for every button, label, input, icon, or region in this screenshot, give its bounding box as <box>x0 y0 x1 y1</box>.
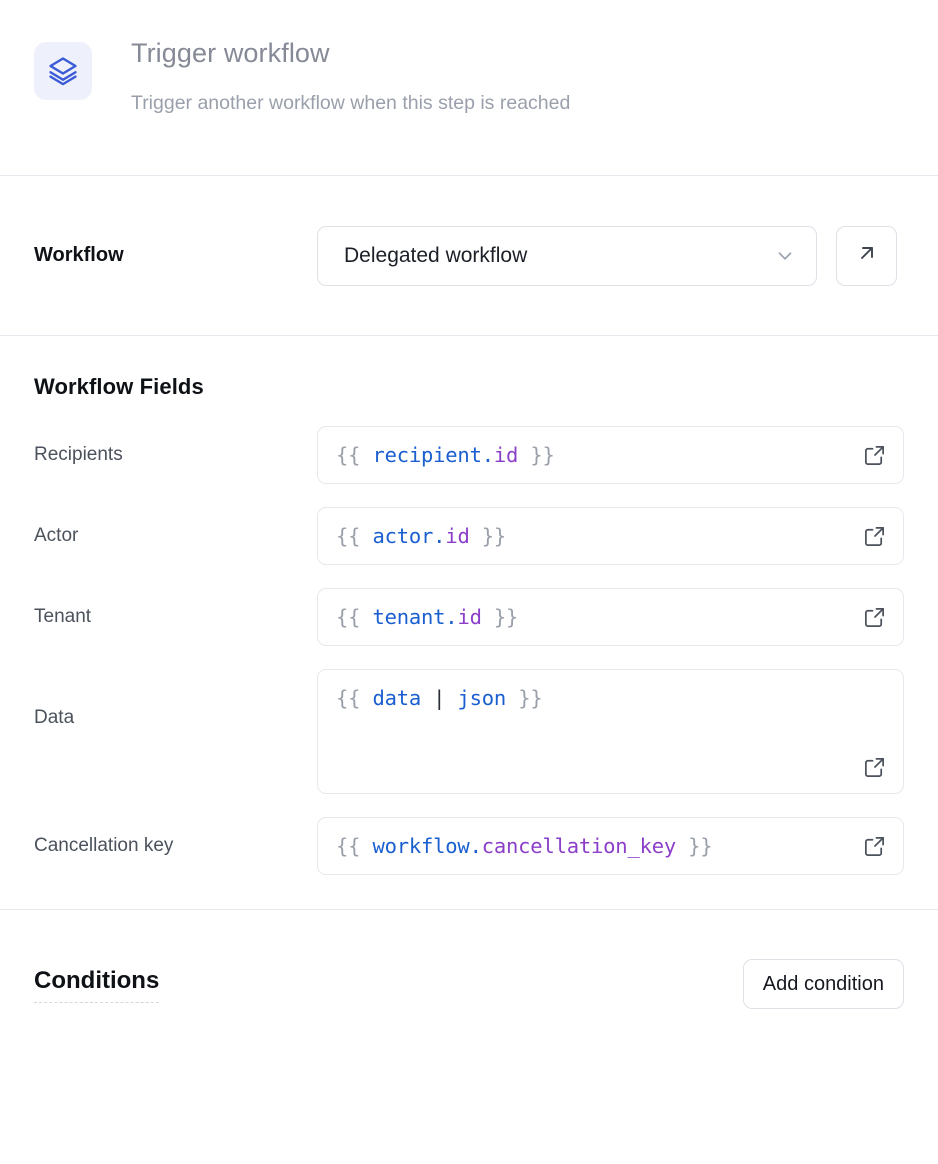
workflow-section: Workflow Delegated workflow <box>0 176 938 335</box>
page-subtitle: Trigger another workflow when this step … <box>131 92 571 114</box>
template-input[interactable]: {{ workflow.cancellation_key }} <box>317 817 904 875</box>
external-link-icon[interactable] <box>861 442 887 468</box>
template-value: {{ recipient.id }} <box>336 443 555 467</box>
panel-header: Trigger workflow Trigger another workflo… <box>0 0 938 175</box>
field-label: Data <box>34 707 75 728</box>
field-row: Recipients {{ recipient.id }} <box>34 426 904 484</box>
add-condition-button[interactable]: Add condition <box>742 959 904 1009</box>
workflow-fields-section: Workflow Fields Recipients {{ recipient.i… <box>0 336 938 909</box>
field-label: Tenant <box>34 606 92 627</box>
template-input[interactable]: {{ tenant.id }} <box>317 588 904 646</box>
field-label: Recipients <box>34 444 123 465</box>
external-link-icon[interactable] <box>861 833 887 859</box>
workflow-fields-title: Workflow Fields <box>34 374 204 399</box>
external-link-icon[interactable] <box>861 754 887 780</box>
conditions-section: Conditions Add condition <box>0 910 938 1058</box>
template-value: {{ workflow.cancellation_key }} <box>336 834 713 858</box>
external-link-icon[interactable] <box>861 604 887 630</box>
field-row: Tenant {{ tenant.id }} <box>34 588 904 646</box>
workflow-select-value: Delegated workflow <box>344 243 528 267</box>
workflow-fields-list: Recipients {{ recipient.id }} Actor {{ acto… <box>34 426 904 875</box>
field-row: Cancellation key {{ workflow.cancellation… <box>34 817 904 875</box>
divider-workflow <box>0 335 938 336</box>
template-value: {{ actor.id }} <box>336 524 507 548</box>
arrow-up-right-icon <box>855 241 879 270</box>
workflow-select[interactable]: Delegated workflow <box>317 225 817 286</box>
conditions-title: Conditions <box>34 966 160 1003</box>
workflow-control-group: Delegated workflow <box>317 225 897 286</box>
divider-fields <box>0 909 938 910</box>
header-text-group: Trigger workflow Trigger another workflo… <box>131 32 570 118</box>
layers-icon <box>34 42 92 100</box>
template-value: {{ tenant.id }} <box>336 605 519 629</box>
divider-header <box>0 175 938 176</box>
template-input[interactable]: {{ recipient.id }} <box>317 426 904 484</box>
page-title: Trigger workflow <box>131 38 330 68</box>
field-row: Data {{ data | json }} <box>34 669 904 794</box>
template-input[interactable]: {{ actor.id }} <box>317 507 904 565</box>
open-workflow-button[interactable] <box>836 225 897 286</box>
template-value: {{ data | json }} <box>336 686 543 710</box>
field-row: Actor {{ actor.id }} <box>34 507 904 565</box>
workflow-label: Workflow <box>34 244 124 266</box>
chevron-down-icon <box>774 245 796 267</box>
field-label: Cancellation key <box>34 835 174 856</box>
field-label: Actor <box>34 525 79 546</box>
external-link-icon[interactable] <box>861 523 887 549</box>
template-input[interactable]: {{ data | json }} <box>317 669 904 794</box>
